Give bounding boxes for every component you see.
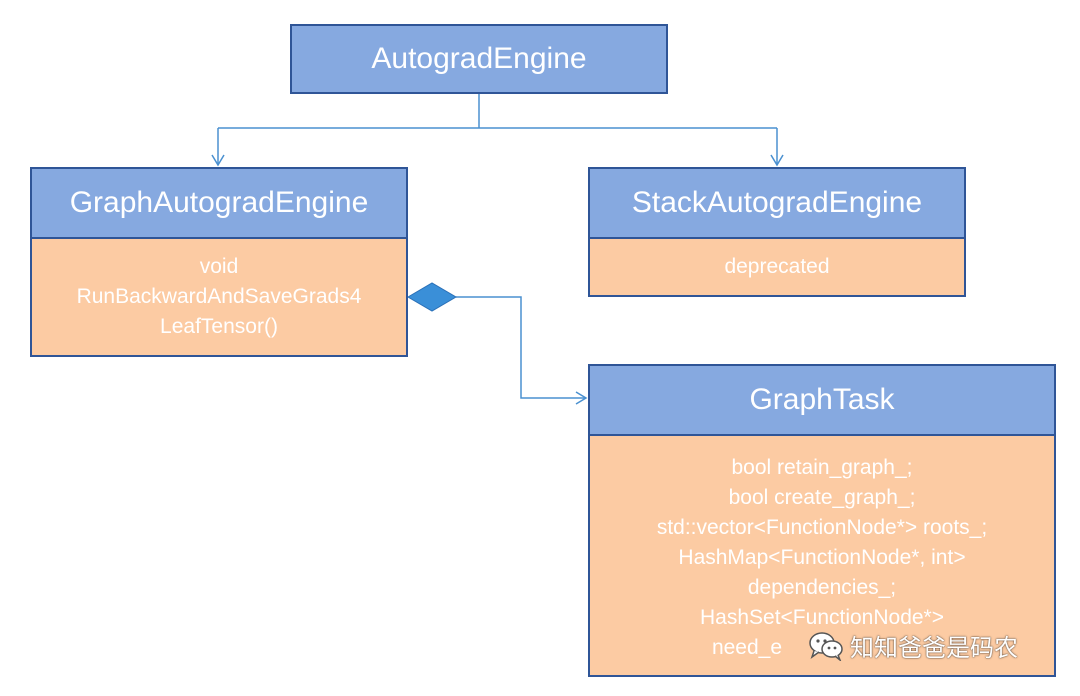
member-line: HashSet<FunctionNode*> — [700, 605, 944, 629]
member-line: dependencies_; — [747, 575, 897, 599]
method-line: void — [199, 255, 239, 278]
graph-autograd-engine-title: GraphAutogradEngine — [32, 169, 406, 237]
graph-autograd-engine-body: void RunBackwardAndSaveGrads4 LeafTensor… — [32, 237, 406, 355]
member-line: bool retain_graph_; — [731, 455, 913, 479]
wechat-icon — [809, 631, 843, 661]
stack-autograd-engine-body: deprecated — [590, 237, 964, 295]
graph-task-body: bool retain_graph_; bool create_graph_; … — [590, 434, 1054, 675]
autograd-engine-box: AutogradEngine — [290, 24, 668, 94]
watermark: 知知爸爸是码农 — [808, 628, 1018, 663]
method-line: LeafTensor() — [160, 315, 278, 338]
stack-autograd-engine-title: StackAutogradEngine — [590, 169, 964, 237]
member-line: bool create_graph_; — [728, 485, 916, 509]
composition-connector — [407, 282, 588, 405]
graph-task-box: GraphTask bool retain_graph_; bool creat… — [588, 364, 1056, 677]
member-line: need_e — [711, 635, 783, 659]
graph-task-title: GraphTask — [590, 366, 1054, 434]
autograd-engine-title: AutogradEngine — [292, 26, 666, 92]
method-line: RunBackwardAndSaveGrads4 — [76, 285, 362, 308]
member-line: std::vector<FunctionNode*> roots_; — [656, 515, 988, 539]
watermark-text: 知知爸爸是码农 — [850, 635, 1018, 662]
status-line: deprecated — [724, 255, 830, 278]
composition-diamond-icon — [407, 282, 457, 312]
graph-autograd-engine-box: GraphAutogradEngine void RunBackwardAndS… — [30, 167, 408, 357]
inheritance-connector — [211, 94, 784, 167]
member-line: HashMap<FunctionNode*, int> — [678, 545, 966, 569]
stack-autograd-engine-box: StackAutogradEngine deprecated — [588, 167, 966, 297]
